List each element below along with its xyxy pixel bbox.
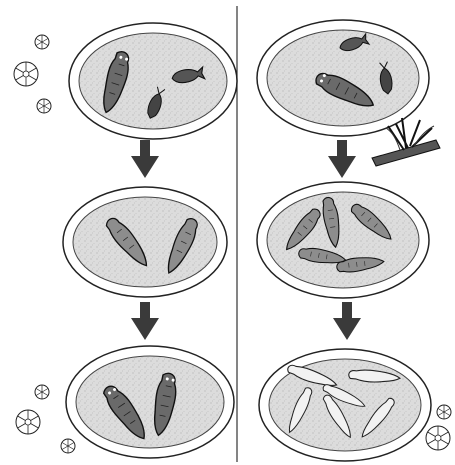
petri-dish	[259, 349, 431, 461]
left-sequence	[14, 23, 237, 458]
down-arrow	[333, 302, 361, 340]
food-cluster	[14, 35, 51, 113]
petri-dish	[66, 346, 234, 458]
petri-dish	[63, 187, 227, 297]
petri-dish	[257, 20, 429, 136]
right-sequence	[257, 20, 451, 461]
down-arrow	[131, 302, 159, 340]
down-arrow	[328, 140, 356, 178]
petri-dish	[257, 182, 429, 298]
petri-dish	[69, 23, 237, 139]
down-arrow	[131, 140, 159, 178]
